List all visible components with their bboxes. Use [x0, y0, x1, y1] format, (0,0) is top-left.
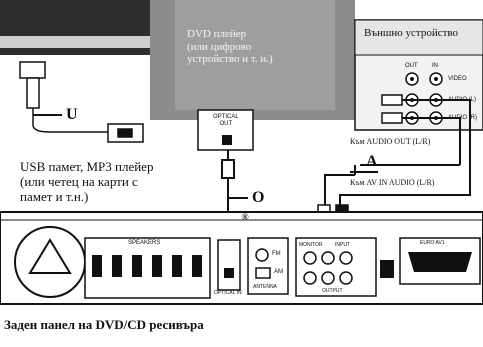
- am-terminal: [255, 267, 271, 279]
- usb-device-label: USB памет, MP3 плейер (или четец на карт…: [20, 159, 154, 204]
- ext-jack-audio-r: AUDIO (R): [448, 115, 477, 121]
- external-device-top: [354, 19, 483, 56]
- top-device-band-light: [0, 36, 150, 48]
- marker-a: A: [366, 153, 378, 170]
- ext-jack-video: VIDEO: [448, 76, 467, 82]
- io-jacks: [303, 251, 353, 285]
- am-label: AM: [274, 269, 283, 275]
- dvd-player-label: DVD плейер (или цифрово устройство и т. …: [187, 28, 273, 66]
- to-audio-out-label: Към AUDIO OUT (L/R): [350, 137, 431, 146]
- dvd-player-shade: [175, 0, 335, 110]
- caption: Заден панел на DVD/CD ресивъра: [4, 317, 204, 332]
- io-block: [295, 237, 377, 297]
- speakers-label: SPEAKERS: [128, 240, 161, 246]
- antenna-label: ANTENNA: [253, 284, 277, 290]
- panel-circled-marker: ⑧: [241, 212, 250, 222]
- euro-av-label: EURO AV1: [420, 240, 445, 246]
- optical-in-block: [217, 239, 241, 291]
- speakers-block: [84, 237, 211, 299]
- marker-o: O: [252, 189, 265, 206]
- speaker-terminals: [92, 255, 202, 277]
- optical-out-port: [222, 135, 232, 145]
- to-av-in-audio-label: Към AV IN AUDIO (L/R): [350, 178, 435, 187]
- ext-jack-out: OUT: [405, 63, 418, 69]
- marker-u: U: [66, 106, 78, 123]
- monitor-label: MONITOR: [299, 242, 323, 248]
- input-label: INPUT: [335, 242, 350, 248]
- output-label: OUTPUT: [322, 288, 343, 294]
- ext-jack-audio-l: AUDIO (L): [448, 97, 477, 103]
- scart-connector: [408, 252, 472, 272]
- audio-cables: [324, 99, 471, 205]
- optical-in-port: [224, 268, 234, 278]
- fm-label: FM: [272, 251, 281, 257]
- ext-jack-in: IN: [432, 63, 438, 69]
- small-switch: [380, 260, 394, 278]
- antenna-block: [247, 237, 289, 295]
- usb-plug-drawing: [19, 61, 144, 143]
- external-device-label: Външно устройство: [364, 27, 459, 39]
- fm-jack: [255, 248, 269, 262]
- optical-in-label: OPTICAL IN: [214, 290, 242, 296]
- optical-out-label: OPTICAL OUT: [213, 114, 239, 127]
